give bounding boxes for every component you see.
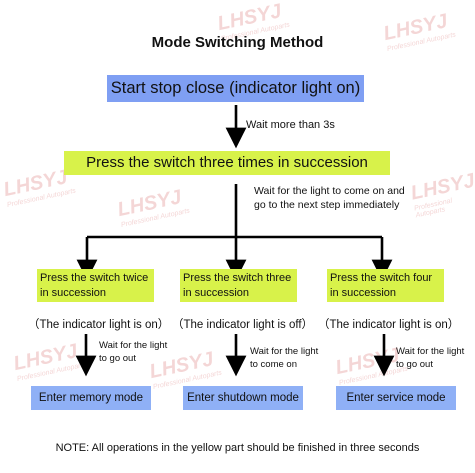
- shutdown-mode-box: Enter shutdown mode: [183, 386, 303, 410]
- memory-mode-box: Enter memory mode: [31, 386, 151, 410]
- branch-3-wait-label: Wait for the light to go out: [396, 346, 465, 370]
- wait-light-label: Wait for the light to come on and go to …: [254, 185, 405, 211]
- branch-1-wait-label: Wait for the light to go out: [99, 340, 168, 364]
- diagram-title: Mode Switching Method: [151, 34, 324, 51]
- branch-1-press-box: Press the switch twice in succession: [37, 269, 154, 302]
- branch-3-indicator: （The indicator light is on）: [318, 319, 460, 331]
- press-three-step-box: Press the switch three times in successi…: [64, 151, 390, 175]
- branch-1-indicator: （The indicator light is on）: [28, 319, 170, 331]
- branch-2-wait-label: Wait for the light to come on: [250, 346, 319, 370]
- wait-step-label: Wait more than 3s: [246, 119, 335, 131]
- footer-note: NOTE: All operations in the yellow part …: [55, 442, 420, 454]
- start-step-box: Start stop close (indicator light on): [107, 75, 364, 102]
- service-mode-box: Enter service mode: [336, 386, 456, 410]
- branch-2-press-box: Press the switch three in succession: [180, 269, 297, 302]
- branch-2-indicator: （The indicator light is off）: [172, 319, 314, 331]
- branch-3-press-box: Press the switch four in succession: [327, 269, 444, 302]
